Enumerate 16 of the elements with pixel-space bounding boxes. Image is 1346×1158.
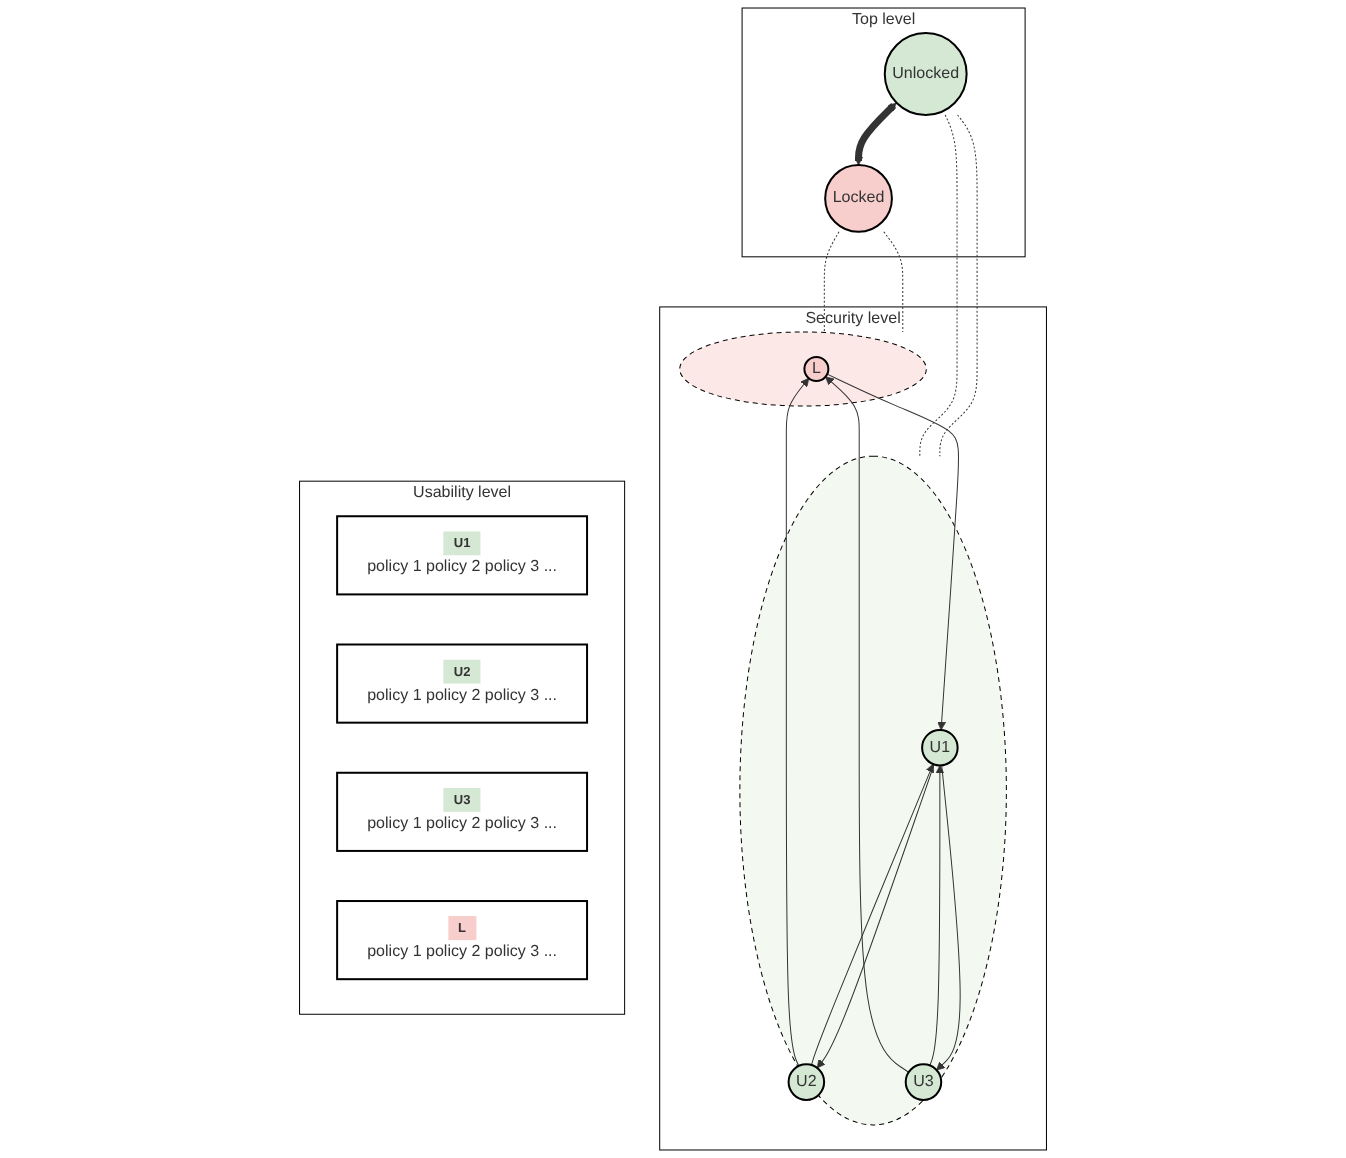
node-circle: U3 <box>904 1063 943 1101</box>
arrow <box>936 764 961 1071</box>
connector <box>883 231 904 333</box>
arrow <box>785 377 810 1067</box>
connector <box>919 114 958 457</box>
arrow <box>854 102 897 166</box>
arrow <box>826 373 960 731</box>
node-circle: L <box>803 356 830 382</box>
node-circle: Locked <box>824 164 893 233</box>
arrow <box>929 765 945 1067</box>
node-circle: Unlocked <box>883 32 968 116</box>
connector <box>939 114 978 457</box>
arrow <box>825 376 910 1073</box>
node-circle: U1 <box>921 728 959 767</box>
connector <box>823 231 840 333</box>
node-circle: U2 <box>787 1063 826 1101</box>
